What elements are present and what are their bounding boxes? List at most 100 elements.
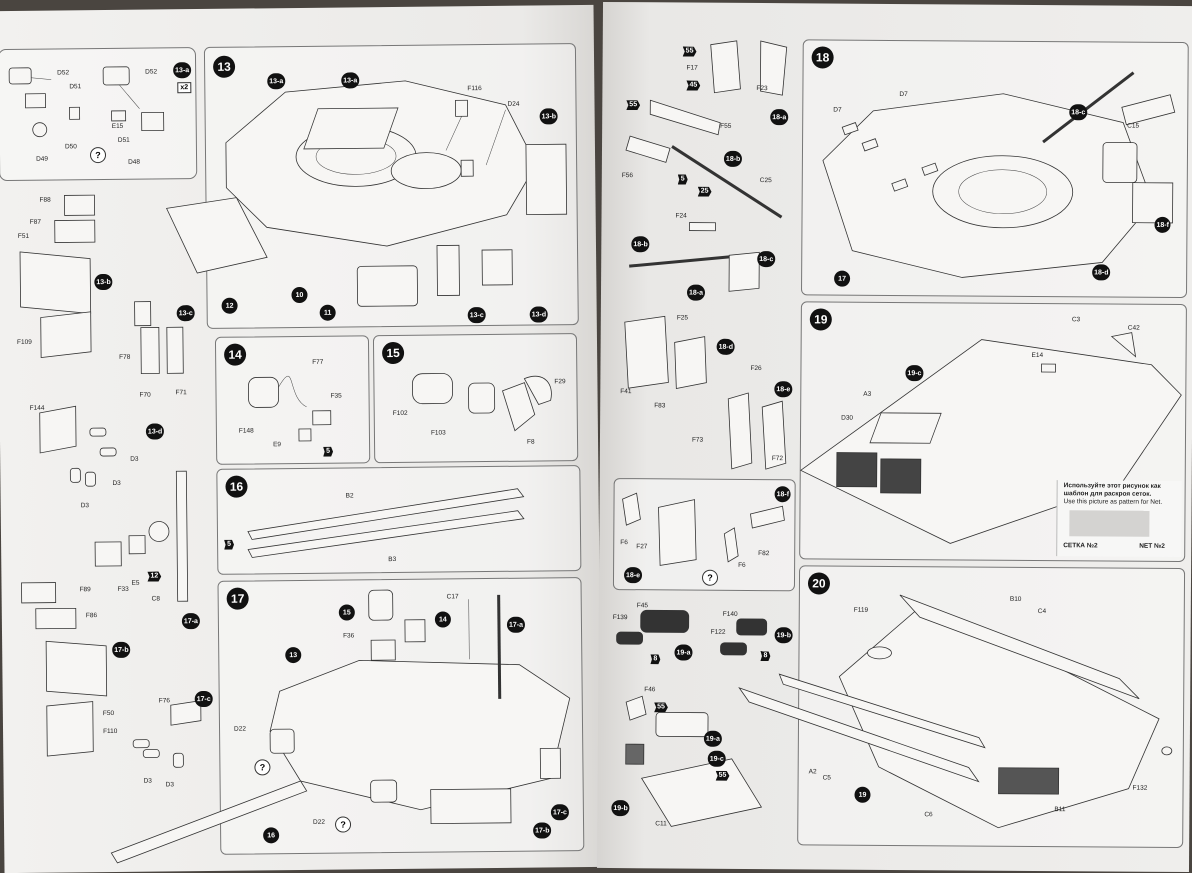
net-pattern-swatch <box>1069 510 1150 537</box>
part-label: F109 <box>16 338 32 346</box>
part-label: F102 <box>392 409 408 418</box>
substep-tag: 18-d <box>716 338 736 355</box>
part-label: F77 <box>312 358 324 366</box>
part-label: F6 <box>738 561 746 569</box>
substep-tag: 17-b <box>112 641 131 658</box>
step-15-panel: 15 F29 F102 F103 F8 <box>372 333 579 464</box>
substep-tag: 13-a <box>267 73 286 90</box>
step-18-panel: 18 D7 D7 18-c C15 18-f 18-d 17 <box>800 39 1189 299</box>
19c-parts-drawing <box>625 695 763 827</box>
substep-tag: 18-c <box>1069 104 1088 121</box>
substep-tag: 19-a <box>674 644 693 661</box>
substep-tag: 18-e <box>623 567 643 584</box>
part-label: F72 <box>771 455 784 463</box>
substep-tag: 19-c <box>707 750 726 767</box>
part-label: F27 <box>636 543 648 551</box>
part-label: F116 <box>467 85 482 93</box>
step-19-panel: 19 C3 C42 E14 A3 19-c D30 Используйте эт… <box>799 301 1187 563</box>
step-18f-panel: F6 F27 F82 F6 18-e 18-f ? <box>612 478 796 592</box>
17c-parts-drawing <box>132 700 202 768</box>
part-label: F35 <box>330 392 342 400</box>
part-label: D52 <box>57 69 70 77</box>
part-label: F132 <box>1132 784 1148 792</box>
part-label: F140 <box>722 610 738 618</box>
part-label: F148 <box>238 427 254 435</box>
part-callout: 17 <box>834 270 851 287</box>
net-label-en: NET №2 <box>1139 542 1165 550</box>
part-label: F103 <box>430 429 446 437</box>
machine-gun-drawing <box>671 145 783 219</box>
part-label: F26 <box>750 364 762 373</box>
part-label: C8 <box>151 595 161 603</box>
18a-parts-drawing <box>625 40 788 163</box>
turret-top-drawing <box>822 71 1176 278</box>
step14-drawing <box>248 376 332 442</box>
part-label: D51 <box>69 83 82 91</box>
left-instruction-page: D52 D51 D50 D49 D52 E15 D51 D48 13-a x2 … <box>0 4 603 873</box>
part-label: F78 <box>119 353 131 361</box>
part-label: F82 <box>758 550 770 558</box>
part-label: C5 <box>822 774 831 782</box>
substep-tag: 13-d <box>145 423 165 440</box>
part-label: D3 <box>143 777 152 785</box>
step-14-panel: 14 F77 F35 F148 E9 5 <box>214 335 371 465</box>
glue-icon: ? <box>701 569 719 586</box>
substep-tag: 17-c <box>194 690 213 708</box>
part-label: D50 <box>64 143 77 151</box>
multiplier-badge: x2 <box>177 82 192 94</box>
part-label: F110 <box>103 727 118 736</box>
part-callout: 10 <box>291 286 308 304</box>
part-label: D51 <box>117 136 130 144</box>
step-20-panel: 20 B10 C4 F119 A2 C5 19 C6 B11 F132 <box>738 565 1186 849</box>
substep-tag: 19-b <box>774 627 794 644</box>
hull-fenders-drawing <box>738 594 1173 829</box>
glue-icon: ? <box>254 759 271 776</box>
18e-parts-drawing <box>727 392 787 470</box>
part-label: F86 <box>85 612 98 620</box>
substep-tag: 18-d <box>1092 264 1111 281</box>
substep-tag: 17-a <box>506 616 526 633</box>
part-callout: 19 <box>854 786 871 803</box>
glue-icon: ? <box>334 816 352 833</box>
part-label: F25 <box>676 314 689 322</box>
template-note-ru: Используйте этот рисунок как шаблон для … <box>1063 482 1161 498</box>
substep-tag: 19-b <box>611 800 630 817</box>
part-label: F73 <box>691 436 704 444</box>
part-label: B2 <box>345 492 354 500</box>
19ab-parts-drawing <box>616 609 768 656</box>
substep-tag: 19-c <box>905 365 924 382</box>
part-label: C11 <box>655 820 667 828</box>
18d-parts-drawing <box>624 315 707 389</box>
substep-tag: 17-c <box>550 804 570 821</box>
13d-parts-drawing <box>39 405 117 487</box>
part-callout: 14 <box>434 611 451 628</box>
18f-parts-drawing <box>622 492 785 566</box>
substep-tag: 18-b <box>723 150 743 167</box>
part-label: E14 <box>1031 351 1044 360</box>
part-label: A2 <box>808 768 817 776</box>
substep-tag: 18-a <box>686 284 706 301</box>
part-label: F36 <box>343 632 355 640</box>
substep-tag: 13-a <box>341 72 360 89</box>
part-label: F46 <box>644 686 656 694</box>
part-label: C6 <box>924 811 933 819</box>
part-callout: 13 <box>285 646 302 664</box>
part-label: D7 <box>833 106 842 114</box>
part-label: C17 <box>446 593 459 601</box>
part-label: F139 <box>612 614 628 622</box>
part-label: D7 <box>899 91 908 99</box>
glue-icon: ? <box>89 147 107 164</box>
step-13-panel: 13 13-a 13-a F116 D24 13-b 12 10 11 13-c… <box>165 43 579 329</box>
substep-tag: 19-a <box>703 730 722 747</box>
part-label: A3 <box>863 390 872 398</box>
right-instruction-page: 55 F17 45 F23 55 F55 F56 18-a 18-b 5 C25… <box>596 1 1192 873</box>
part-label: F41 <box>620 388 632 396</box>
part-label: D48 <box>128 158 141 166</box>
13b-parts-drawing <box>19 194 96 358</box>
step-16-panel: 16 B2 B3 5 <box>216 465 582 575</box>
part-label: F50 <box>102 709 115 718</box>
part-label: F17 <box>686 64 698 72</box>
part-label: D24 <box>507 100 520 108</box>
part-label: B3 <box>388 555 397 564</box>
substep-tag: 17-a <box>181 613 201 630</box>
